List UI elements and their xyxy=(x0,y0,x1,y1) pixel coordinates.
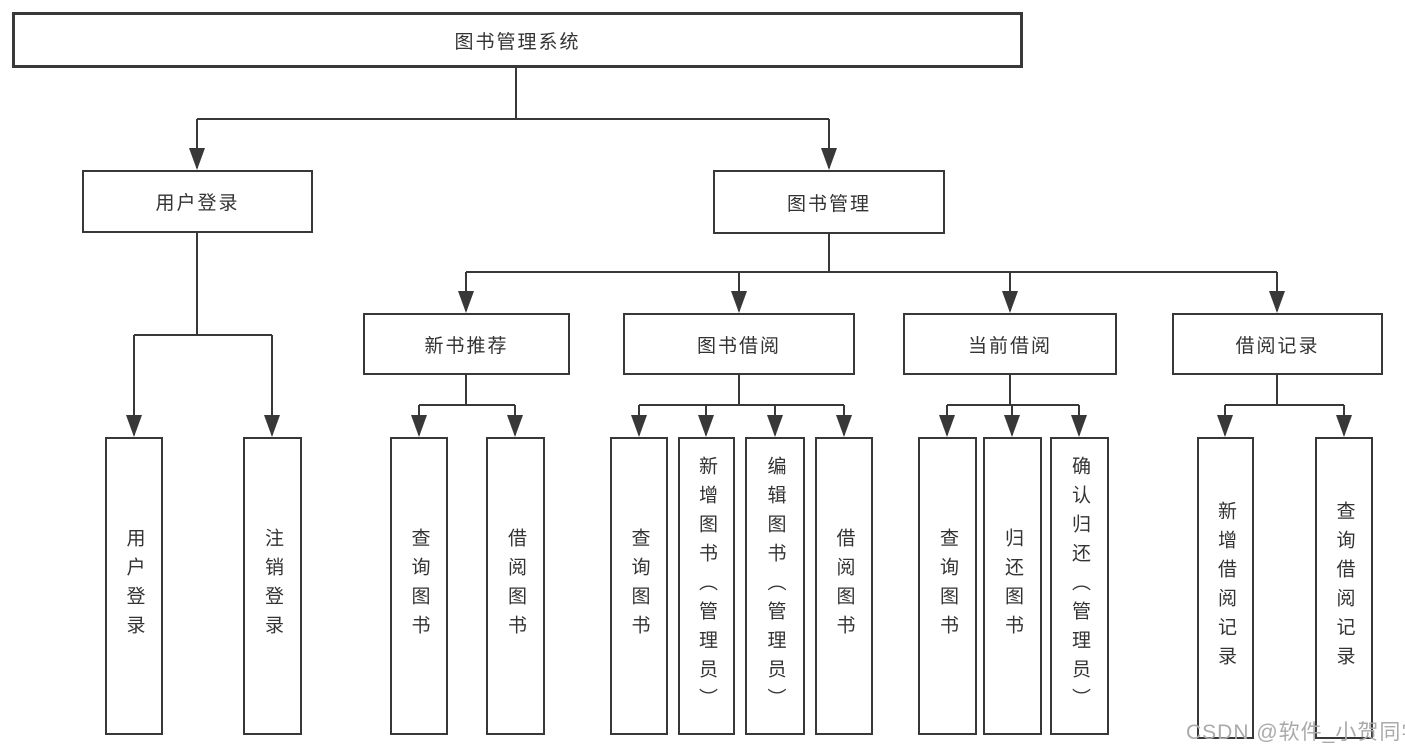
node-current-borrow: 当前借阅 xyxy=(903,313,1117,375)
leaf-logout: 注销登录 xyxy=(243,437,302,735)
leaf-current-confirm-return-admin: 确认归还（管理员） xyxy=(1050,437,1109,735)
leaf-newbook-borrow-book: 借阅图书 xyxy=(486,437,545,735)
node-book-borrow: 图书借阅 xyxy=(623,313,855,375)
node-borrow-records: 借阅记录 xyxy=(1172,313,1383,375)
leaf-current-query-book: 查询图书 xyxy=(918,437,977,735)
leaf-newbook-query-book: 查询图书 xyxy=(390,437,448,735)
leaf-user-login: 用户登录 xyxy=(105,437,163,735)
leaf-borrow-add-book-admin: 新增图书（管理员） xyxy=(678,437,735,735)
leaf-borrow-edit-book-admin: 编辑图书（管理员） xyxy=(745,437,805,735)
leaf-borrow-borrow-book: 借阅图书 xyxy=(815,437,873,735)
csdn-watermark: CSDN @软件_小贺同学 xyxy=(1186,721,1405,744)
node-book-management: 图书管理 xyxy=(713,170,945,234)
node-user-login: 用户登录 xyxy=(82,170,313,233)
leaf-borrow-query-book: 查询图书 xyxy=(610,437,668,735)
leaf-records-query-record: 查询借阅记录 xyxy=(1315,437,1373,739)
node-new-book-recommend: 新书推荐 xyxy=(363,313,570,375)
node-library-management-system: 图书管理系统 xyxy=(12,12,1023,68)
leaf-records-add-record: 新增借阅记录 xyxy=(1197,437,1254,739)
leaf-current-return-book: 归还图书 xyxy=(983,437,1042,735)
